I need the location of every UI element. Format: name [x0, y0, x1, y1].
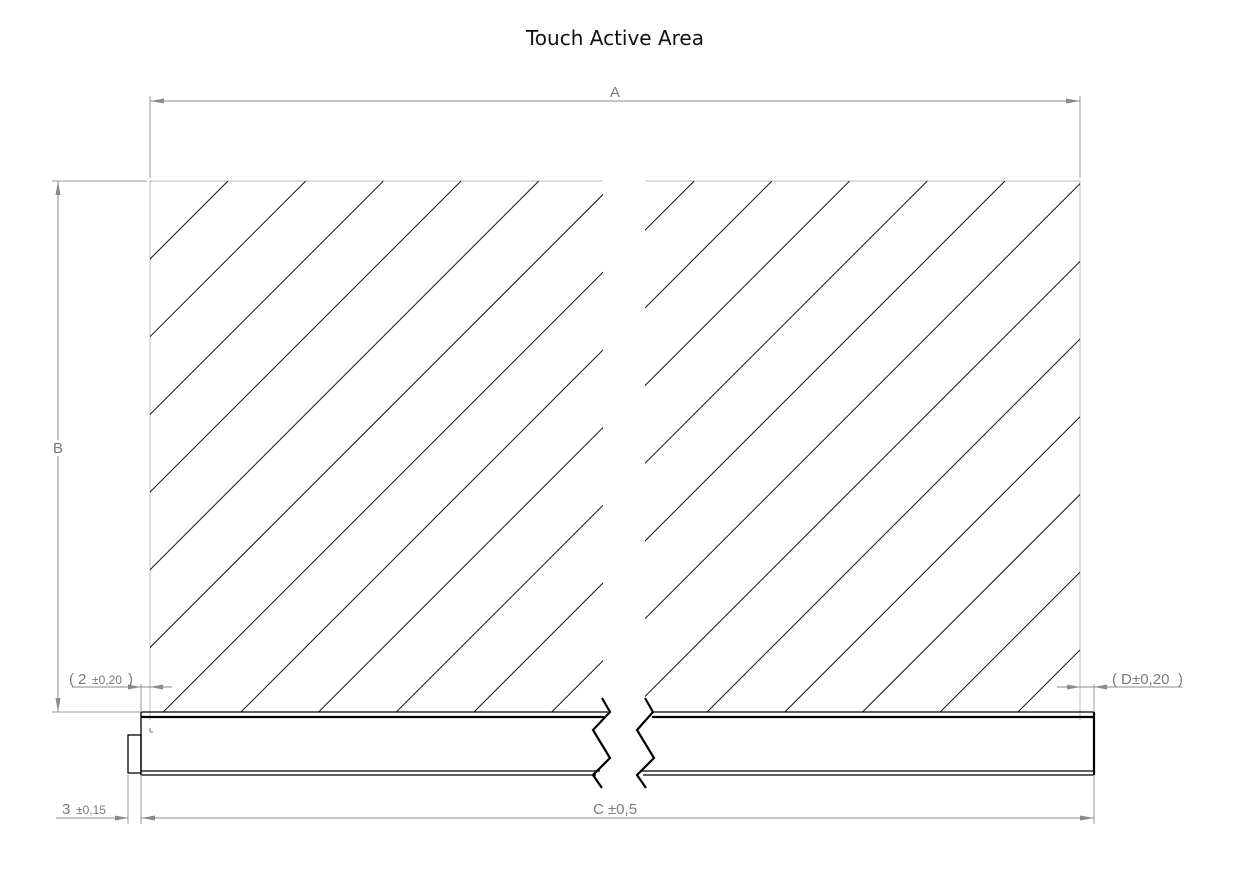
- active-area: [0, 180, 1235, 720]
- hatch-line: [0, 181, 150, 720]
- dimension-b-label: B: [53, 440, 63, 457]
- hatch-line: [645, 260, 1080, 698]
- hatch-line: [1017, 649, 1080, 712]
- dimension-c: C ±0,5: [141, 775, 1095, 824]
- dimension-right-margin: ( D ±0,20 ): [1057, 671, 1183, 712]
- hatch-line: [706, 338, 1080, 712]
- hatch-line: [855, 181, 1235, 720]
- hatch-line: [473, 582, 603, 712]
- break-mark-left: [591, 697, 612, 789]
- hatch-line: [932, 181, 1235, 720]
- dimension-tab: 3 ±0,15: [56, 775, 142, 824]
- hatch-line: [645, 181, 1006, 542]
- drawing-title: Touch Active Area: [525, 26, 704, 50]
- hatch-line: [0, 181, 306, 720]
- hatch-line: [162, 271, 603, 712]
- dimension-a-label: A: [610, 84, 620, 101]
- hatch-line: [150, 181, 307, 338]
- hatch-line: [861, 493, 1080, 712]
- dimension-b: B: [52, 180, 147, 713]
- hatch-line: [1165, 181, 1235, 720]
- hatch-line: [645, 181, 850, 387]
- hatch-line: [317, 426, 603, 712]
- hatch-line: [0, 181, 228, 720]
- hatch-line: [645, 182, 1080, 620]
- panel-cross-section: [127, 697, 1096, 789]
- hatch-line: [150, 181, 151, 183]
- hatch-line: [150, 181, 384, 416]
- hatch-line: [1165, 181, 1235, 720]
- svg-text:): ): [128, 671, 133, 688]
- hatch-line: [784, 416, 1080, 712]
- hatch-line: [395, 504, 603, 712]
- hatch-line: [777, 181, 1235, 720]
- tab-tolerance: ±0,15: [76, 803, 106, 817]
- tab-value: 3: [62, 801, 70, 818]
- hatch-line: [150, 193, 603, 649]
- svg-text:(: (: [69, 671, 74, 688]
- right-margin-value: D: [1121, 671, 1132, 688]
- hatch-line: [645, 181, 773, 309]
- svg-text:): ): [1178, 671, 1183, 688]
- hatch-line: [1010, 181, 1235, 720]
- hatch-line: [1088, 181, 1235, 720]
- hatch-line: [150, 181, 462, 493]
- hatch-right: [0, 181, 1235, 720]
- hatch-line: [240, 349, 603, 712]
- hatch-line: [150, 181, 229, 260]
- hatch-line: [939, 571, 1080, 712]
- break-mark-right: [635, 697, 656, 789]
- hatch-line: [150, 181, 540, 571]
- svg-text:(: (: [1112, 671, 1117, 688]
- dimension-left-margin: ( 2 ±0,20 ): [69, 671, 172, 712]
- left-margin-value: 2: [78, 671, 86, 688]
- dimension-a: A: [149, 84, 1081, 178]
- hatch-line: [1088, 181, 1235, 720]
- dimension-c-label: C ±0,5: [593, 801, 637, 818]
- left-margin-tolerance: ±0,20: [92, 673, 122, 687]
- hatch-left: [150, 181, 1235, 720]
- hatch-line: [645, 181, 928, 465]
- right-margin-tolerance: ±0,20: [1132, 671, 1169, 688]
